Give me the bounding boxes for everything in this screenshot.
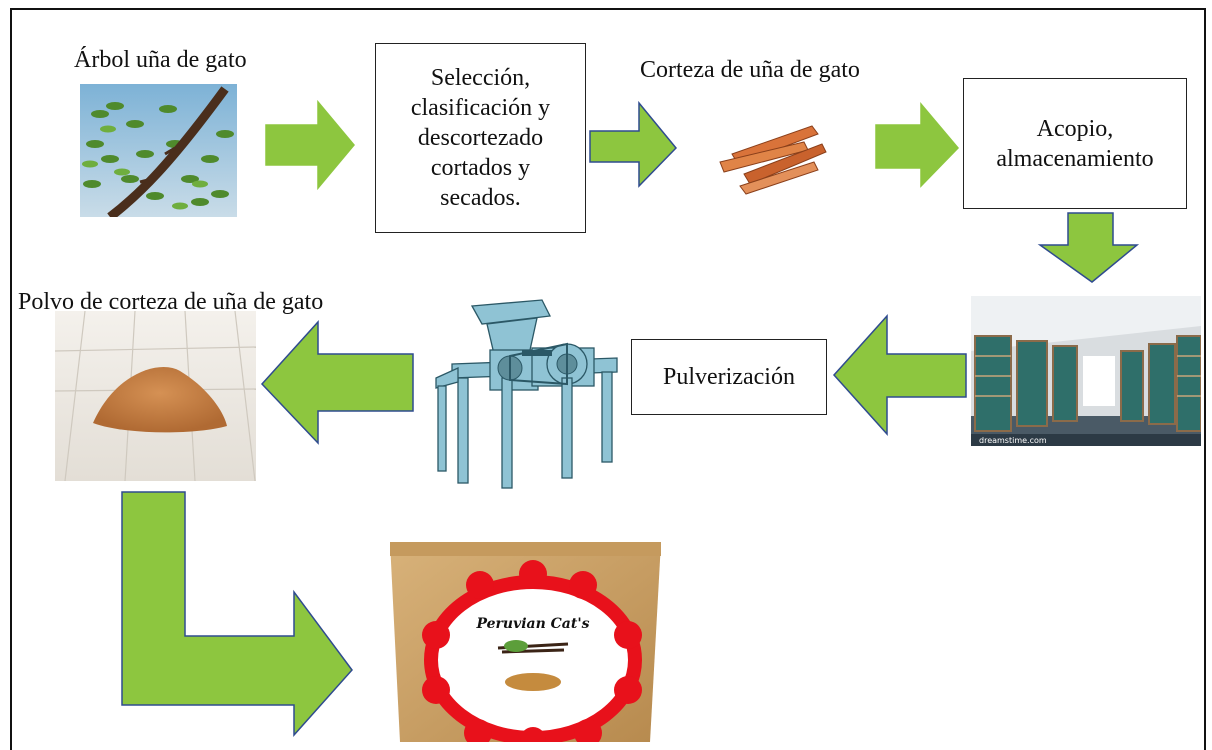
warehouse-photo: dreamstime.com (971, 296, 1201, 446)
warehouse-icon: dreamstime.com (971, 296, 1201, 446)
storage-line: Acopio, (1036, 115, 1114, 142)
selection-line: secados. (440, 185, 521, 211)
product-package: Peruvian Cat's (388, 540, 663, 742)
arrow-left-1 (832, 314, 967, 436)
arrow-right-3 (875, 101, 960, 188)
selection-line: clasificación y (410, 95, 551, 121)
pulverize-label: Pulverización (663, 364, 795, 390)
bark-strips-icon (714, 114, 828, 196)
selection-line: cortados y (430, 155, 531, 181)
powder-photo (55, 311, 256, 481)
pulverize-step-box: Pulverización (631, 339, 827, 415)
arrow-down-1 (1037, 212, 1140, 283)
storage-step-box: Acopio, almacenamiento (963, 78, 1187, 209)
selection-line: Selección, (430, 65, 531, 91)
arrow-l-shaped (121, 491, 353, 737)
selection-step-box: Selección, clasificación y descortezado … (375, 43, 586, 233)
powder-label: Polvo de corteza de uña de gato (18, 289, 324, 315)
pulverizer-machine-icon (432, 298, 622, 493)
arrow-right-1 (265, 99, 355, 191)
bark-photo (714, 114, 828, 196)
storage-line: almacenamiento (996, 145, 1154, 172)
diagram-frame (10, 8, 1206, 750)
watermark-text: dreamstime.com (979, 436, 1047, 445)
selection-line: descortezado (417, 125, 544, 151)
bark-label: Corteza de uña de gato (640, 57, 860, 83)
arrow-right-2 (589, 100, 678, 188)
tree-branch-icon (80, 84, 237, 217)
tree-photo (80, 84, 237, 217)
powder-pile-icon (55, 311, 256, 481)
arrow-left-2 (260, 320, 414, 445)
kraft-pouch-icon: Peruvian Cat's (390, 542, 661, 742)
mill-drawing (432, 298, 622, 493)
tree-label: Árbol uña de gato (74, 47, 247, 73)
brand-name: Peruvian Cat's (475, 616, 589, 632)
